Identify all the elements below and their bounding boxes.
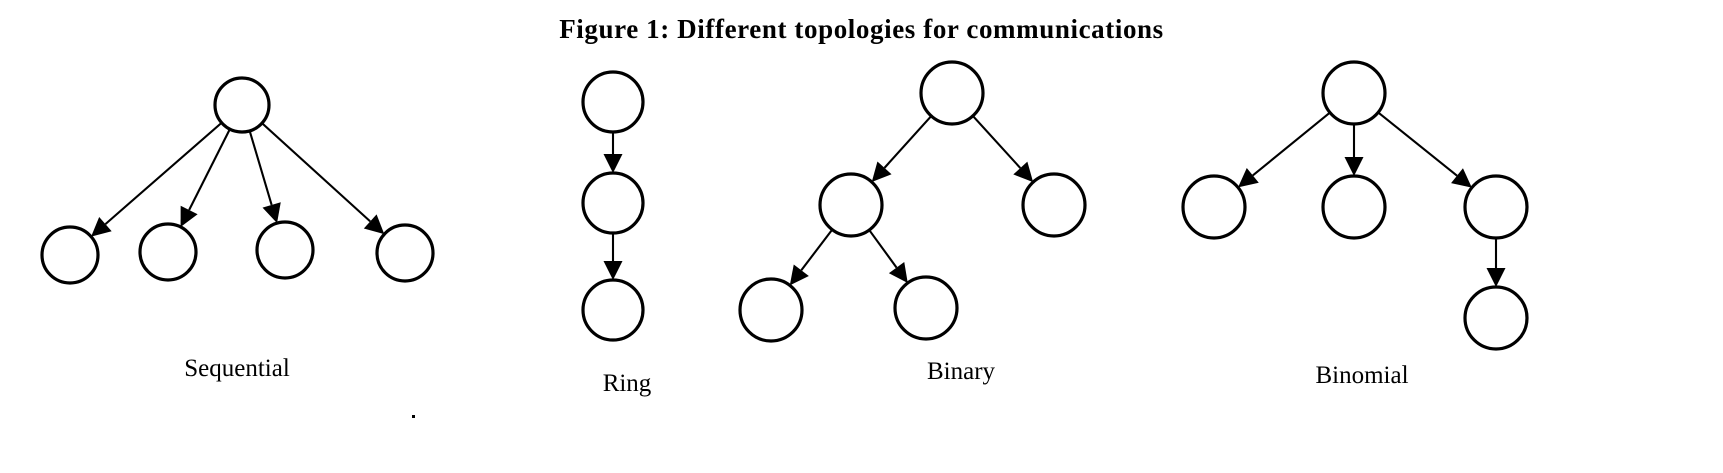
node-circle-s-c2[interactable] [138, 222, 198, 282]
arrow-head-icon [888, 261, 908, 283]
stray-dot-mark [412, 415, 415, 418]
topology-label-sequential: Sequential [184, 355, 290, 382]
edge-ring-r-n2-to-r-n3 [603, 233, 623, 280]
arrow-head-icon [1238, 168, 1259, 188]
edge-sequential-s-root-to-s-c4 [261, 122, 385, 235]
node-circle-s-c4[interactable] [375, 223, 435, 283]
node-circle-b-r[interactable] [1021, 172, 1087, 238]
arrow-head-icon [180, 205, 198, 227]
edge-line [261, 122, 371, 223]
edge-line [1377, 111, 1458, 177]
node-circle-n-c1[interactable] [1181, 174, 1247, 240]
edge-sequential-s-root-to-s-c2 [180, 128, 231, 227]
edge-ring-r-n1-to-r-n2 [603, 132, 623, 173]
edge-binomial-n-root-to-n-c1 [1238, 111, 1331, 188]
node-circle-n-c2[interactable] [1321, 174, 1387, 240]
node-circle-r-n1[interactable] [581, 70, 645, 134]
node-circle-b-lr[interactable] [893, 275, 959, 341]
topology-label-binomial: Binomial [1315, 362, 1409, 389]
node-circle-b-root[interactable] [919, 60, 985, 126]
arrow-head-icon [1486, 268, 1506, 287]
node-circle-n-c3[interactable] [1463, 174, 1529, 240]
edge-line [188, 128, 231, 211]
arrow-head-icon [1451, 168, 1472, 188]
node-circle-n-root[interactable] [1321, 60, 1387, 126]
edge-sequential-s-root-to-s-c3 [248, 130, 281, 224]
arrow-head-icon [1013, 161, 1034, 183]
node-circle-s-c1[interactable] [40, 225, 100, 285]
topology-label-ring: Ring [602, 370, 652, 397]
node-circle-r-n2[interactable] [581, 171, 645, 235]
nodes-layer [40, 60, 1529, 351]
edge-sequential-s-root-to-s-c1 [91, 121, 223, 237]
node-circle-b-ll[interactable] [738, 277, 804, 343]
node-circle-b-l[interactable] [818, 172, 884, 238]
edge-binary-b-root-to-b-r [972, 115, 1034, 183]
edge-line [1252, 111, 1331, 177]
edge-binary-b-l-to-b-lr [868, 229, 908, 283]
arrow-head-icon [363, 214, 385, 235]
edge-binary-b-root-to-b-l [871, 115, 933, 182]
edge-line [972, 115, 1022, 169]
topology-label-binary: Binary [926, 358, 996, 385]
edges-layer [91, 111, 1506, 287]
arrow-head-icon [603, 154, 623, 173]
edge-line [883, 115, 933, 169]
node-circle-s-c3[interactable] [255, 220, 315, 280]
edge-line [104, 121, 223, 225]
edge-binary-b-l-to-b-ll [789, 229, 834, 286]
arrow-head-icon [789, 264, 809, 286]
arrow-head-icon [603, 261, 623, 280]
arrow-head-icon [91, 216, 112, 237]
edge-binomial-n-root-to-n-c3 [1377, 111, 1472, 188]
edge-line [800, 229, 834, 271]
arrow-head-icon [1344, 157, 1364, 176]
arrow-head-icon [871, 161, 892, 182]
edge-line [248, 130, 273, 206]
edge-binomial-n-c3-to-n-c3-c [1486, 238, 1506, 287]
node-circle-s-root[interactable] [213, 76, 271, 134]
edge-binomial-n-root-to-n-c2 [1344, 124, 1364, 176]
edge-line [868, 229, 898, 269]
node-circle-r-n3[interactable] [581, 278, 645, 342]
arrow-head-icon [262, 202, 281, 224]
node-circle-n-c3-c[interactable] [1463, 285, 1529, 351]
figure-caption: Figure 1: Different topologies for commu… [559, 14, 1164, 44]
